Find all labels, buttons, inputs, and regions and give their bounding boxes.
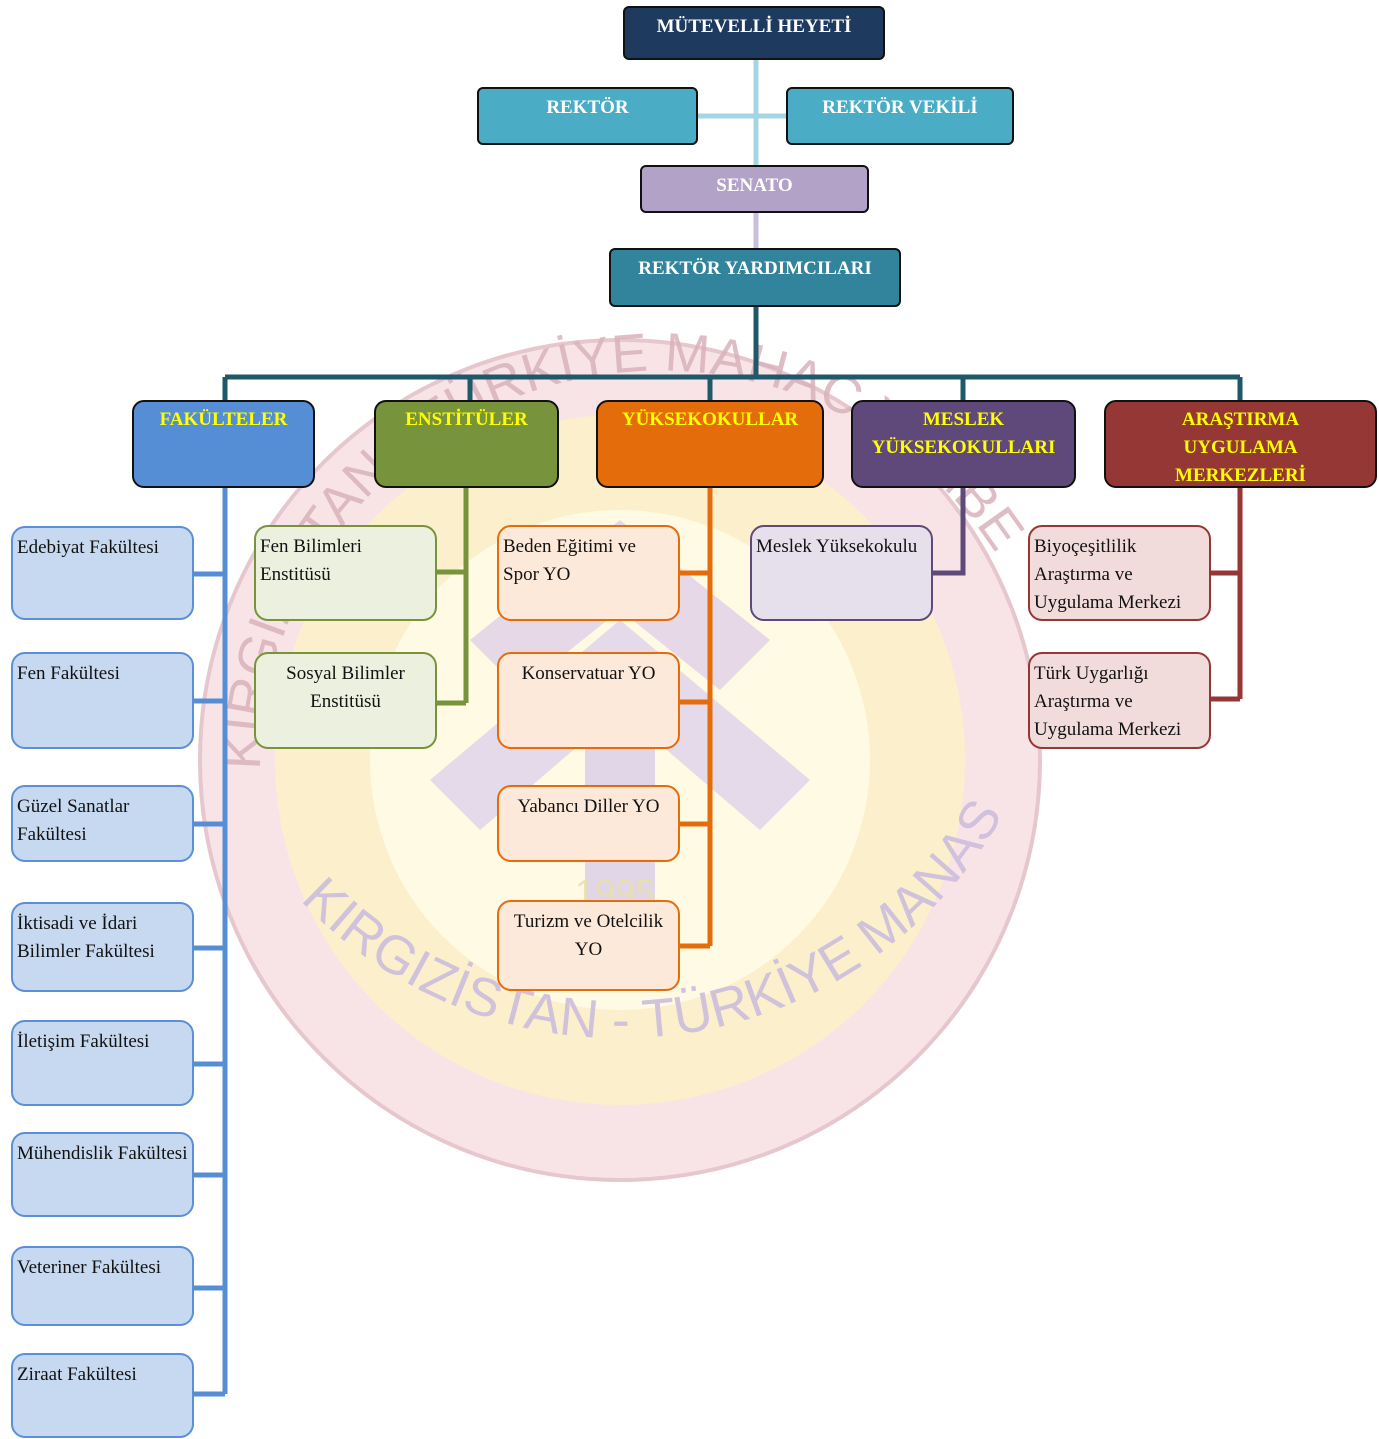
senate-node: SENATO (640, 165, 869, 213)
faculty-item: Fen Fakültesi (11, 652, 194, 749)
vocational-schools-header: MESLEK YÜKSEKOKULLARI (851, 400, 1076, 488)
research-centers-header: ARAŞTIRMA UYGULAMA MERKEZLERİ (1104, 400, 1377, 488)
institutes-header: ENSTİTÜLER (374, 400, 559, 488)
rector-node: REKTÖR (477, 87, 698, 145)
board-of-trustees-node: MÜTEVELLİ HEYETİ (623, 6, 885, 60)
faculties-header: FAKÜLTELER (132, 400, 315, 488)
school-item: Konservatuar YO (497, 652, 680, 749)
faculty-item: Mühendislik Fakültesi (11, 1132, 194, 1217)
vice-rectors-node: REKTÖR YARDIMCILARI (609, 248, 901, 307)
rector-deputy-node: REKTÖR VEKİLİ (786, 87, 1014, 145)
research-center-item: Biyoçeşitlilik Araştırma ve Uygulama Mer… (1028, 525, 1211, 621)
research-center-item: Türk Uygarlığı Araştırma ve Uygulama Mer… (1028, 652, 1211, 749)
faculty-item: Edebiyat Fakültesi (11, 526, 194, 620)
institute-item: Fen Bilimleri Enstitüsü (254, 525, 437, 621)
schools-header: YÜKSEKOKULLAR (596, 400, 824, 488)
school-item: Yabancı Diller YO (497, 785, 680, 862)
institute-item: Sosyal Bilimler Enstitüsü (254, 652, 437, 749)
faculty-item: Ziraat Fakültesi (11, 1353, 194, 1438)
faculty-item: Güzel Sanatlar Fakültesi (11, 785, 194, 862)
faculty-item: İktisadi ve İdari Bilimler Fakültesi (11, 902, 194, 992)
school-item: Turizm ve Otelcilik YO (497, 900, 680, 991)
vocational-item: Meslek Yüksekokulu (750, 525, 933, 621)
school-item: Beden Eğitimi ve Spor YO (497, 525, 680, 621)
faculty-item: İletişim Fakültesi (11, 1020, 194, 1106)
faculty-item: Veteriner Fakültesi (11, 1246, 194, 1326)
